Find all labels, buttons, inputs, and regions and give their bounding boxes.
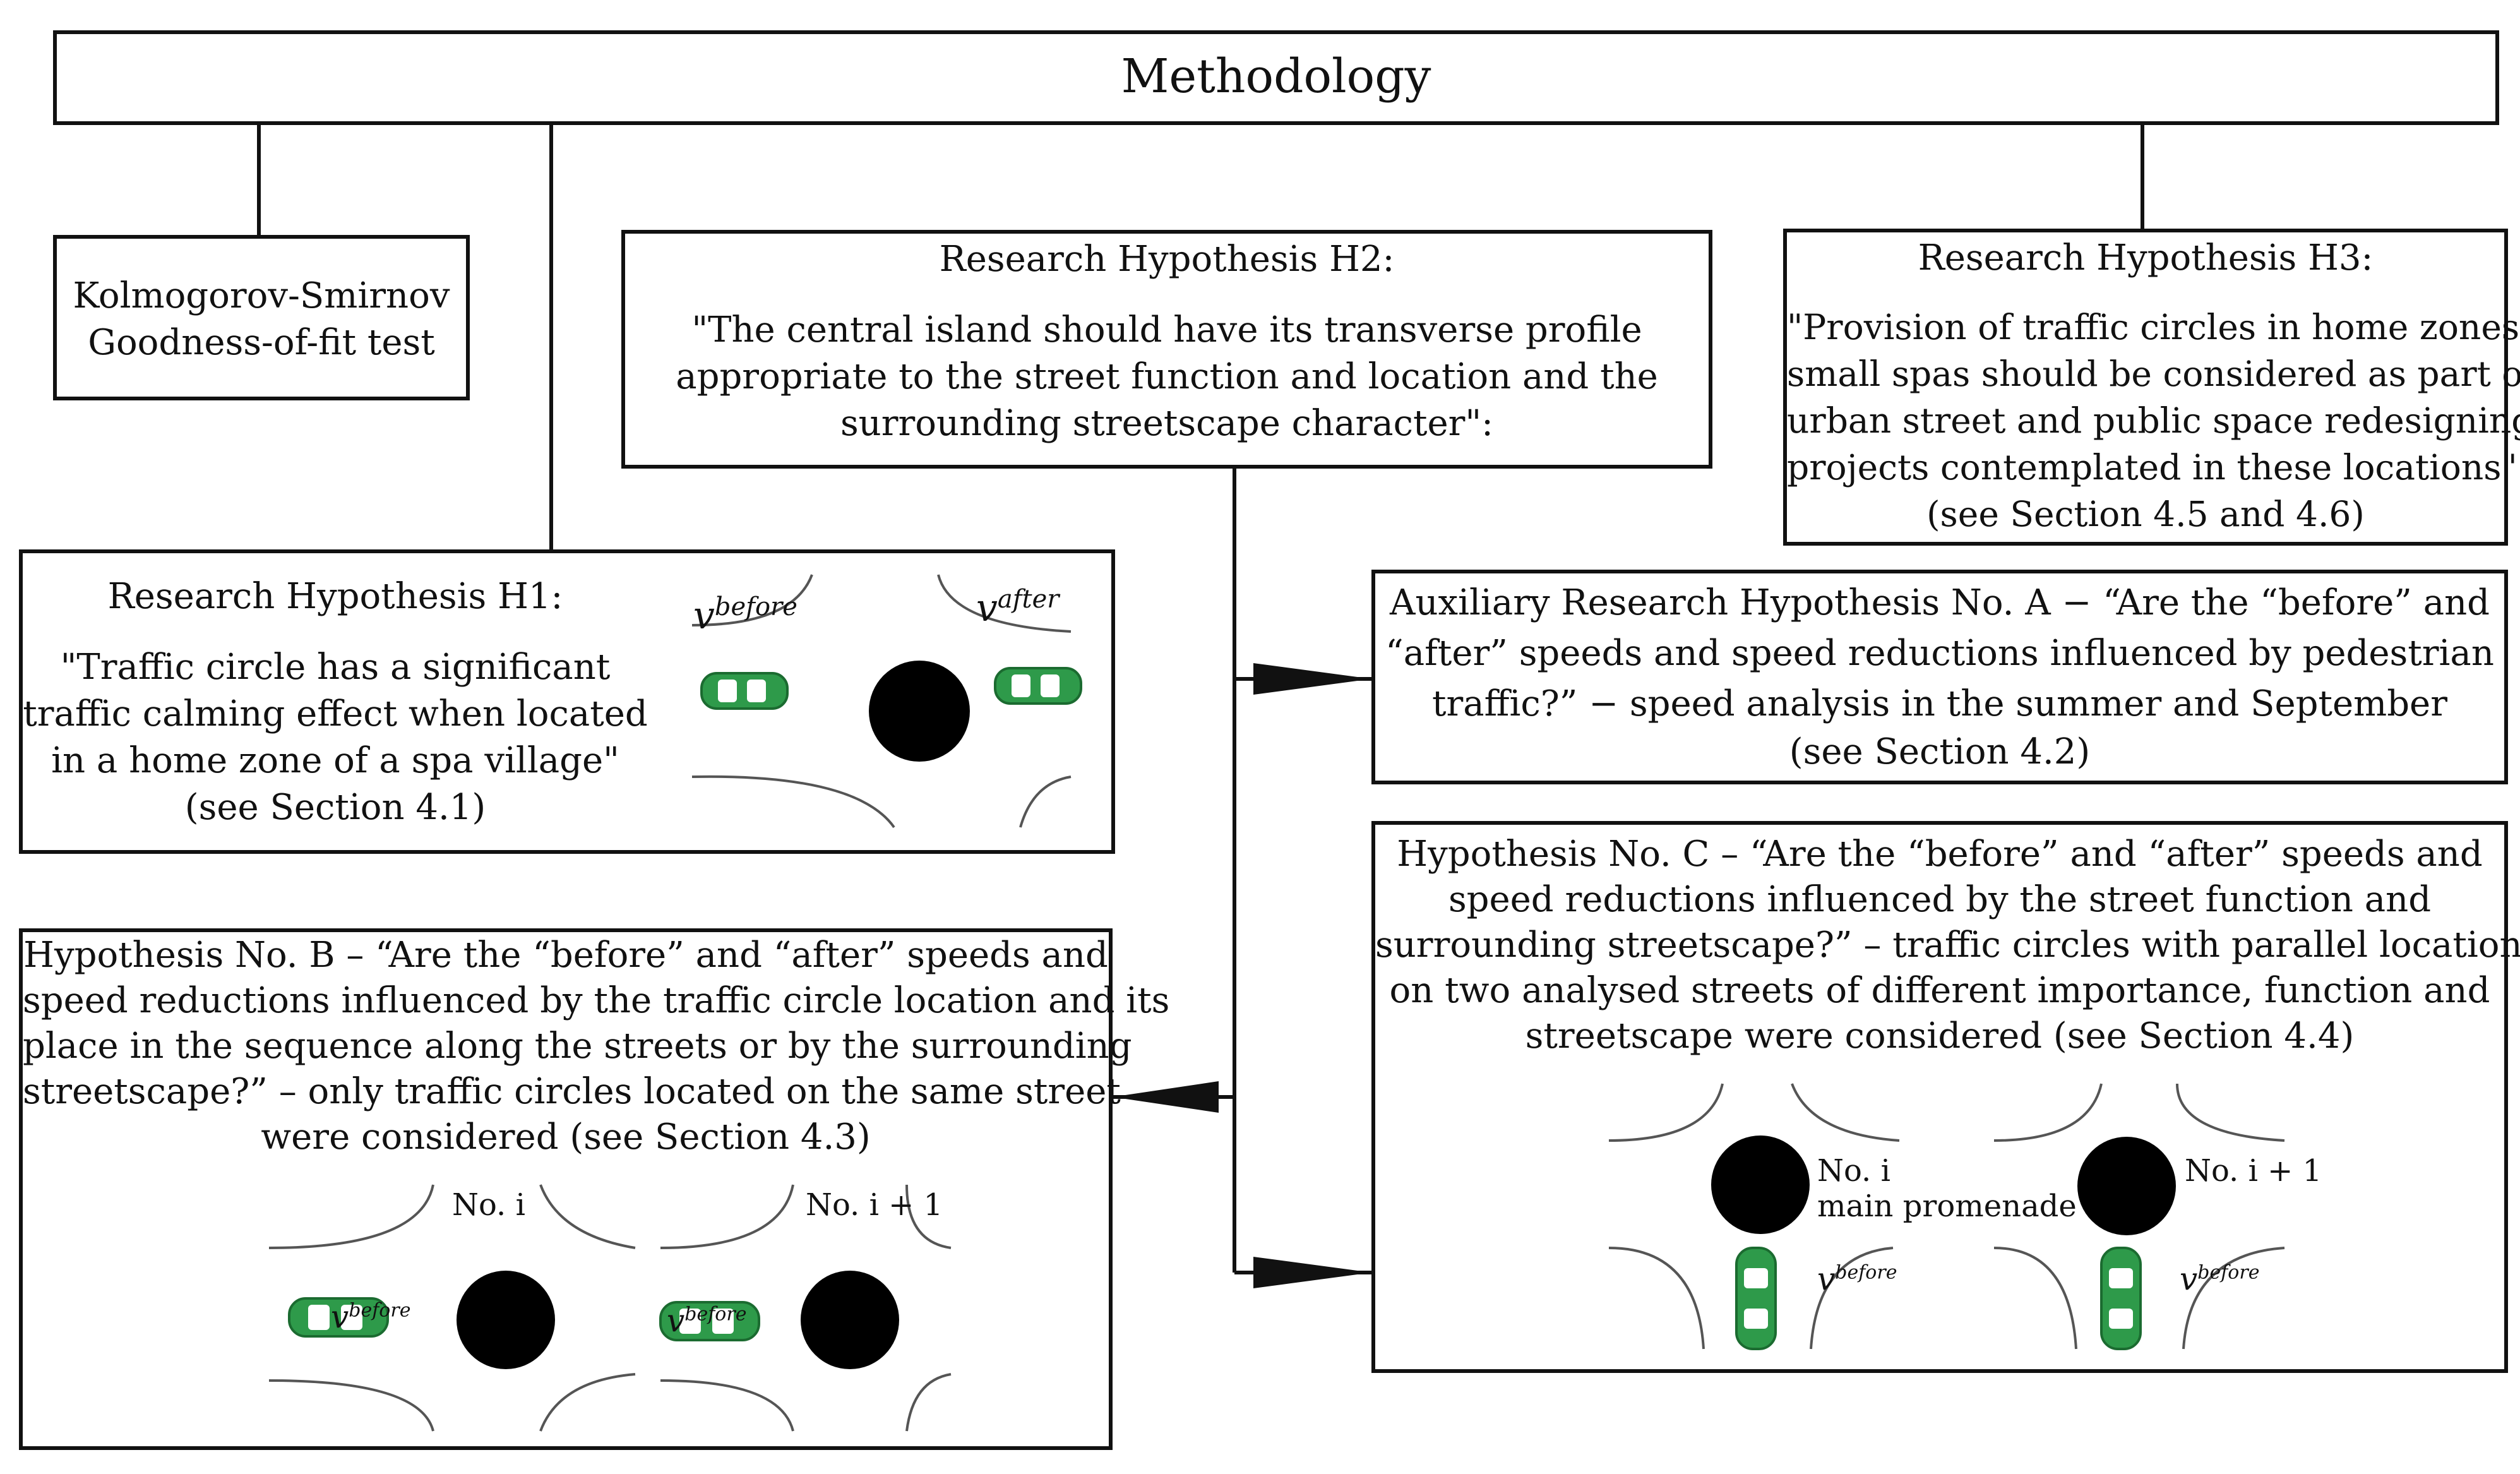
hc-label-no-i1: No. i + 1 — [2185, 1153, 2322, 1189]
hc-illustration — [1608, 1083, 2285, 1350]
h3-line-5: (see Section 4.5 and 4.6) — [1926, 494, 2365, 534]
curb-tl — [691, 574, 813, 626]
h2-line-1: "The central island should have its tran… — [691, 309, 1642, 351]
h3-line-1: "Provision of traffic circles in home zo… — [1787, 307, 2520, 347]
ks-test-box: Kolmogorov-Smirnov Goodness-of-fit test — [53, 235, 470, 400]
hypothesis-a-box: Auxiliary Research Hypothesis No. A − “A… — [1371, 570, 2508, 784]
h3-line-4: projects contemplated in these locations… — [1787, 447, 2517, 488]
h2-line-2: appropriate to the street function and l… — [676, 356, 1658, 397]
h1-line-2: traffic calming effect when located — [23, 693, 648, 734]
hc-line-4: on two analysed streets of different imp… — [1389, 970, 2490, 1011]
h1-v-after: vafter — [976, 585, 1059, 630]
hc-car-i1 — [2100, 1247, 2142, 1350]
hb-line-1: Hypothesis No. B – “Are the “before” and… — [23, 935, 1108, 976]
hypothesis-h2-box: Research Hypothesis H2: "The central isl… — [621, 230, 1712, 469]
hypothesis-b-box: Hypothesis No. B – “Are the “before” and… — [19, 928, 1170, 1450]
curb-br — [1019, 776, 1072, 828]
methodology-box: Methodology — [53, 30, 2499, 125]
curb-bl — [691, 775, 895, 829]
ha-line-1: Auxiliary Research Hypothesis No. A − “A… — [1390, 582, 2490, 623]
hc-line-2: speed reductions influenced by the stree… — [1448, 879, 2432, 920]
hc-line-1: Hypothesis No. C – “Are the “before” and… — [1397, 834, 2483, 875]
hb-v-before-1: vbefore — [331, 1298, 410, 1335]
arrowhead-a — [1253, 663, 1371, 695]
hb-line-2: speed reductions influenced by the traff… — [23, 980, 1170, 1021]
hypothesis-c-box: Hypothesis No. C – “Are the “before” and… — [1371, 821, 2520, 1373]
hc-v-before-2: vbefore — [2180, 1261, 2259, 1297]
superscript-before: before — [684, 1303, 747, 1326]
h1-car-after — [994, 667, 1082, 705]
h3-heading: Research Hypothesis H3: — [1918, 237, 2374, 279]
h1-v-before: vbefore — [693, 592, 797, 638]
superscript-after: after — [997, 585, 1060, 614]
hc-line-5: streetscape were considered (see Section… — [1525, 1016, 2355, 1057]
h1-heading: Research Hypothesis H1: — [107, 576, 563, 617]
hc-line-3: surrounding streetscape?” – traffic circ… — [1375, 925, 2520, 966]
hb-label-no-i: No. i — [452, 1187, 525, 1223]
v-symbol: v — [2180, 1261, 2198, 1297]
hc-v-before-1: vbefore — [1817, 1261, 1897, 1297]
curb-tr — [937, 574, 1072, 633]
h3-line-2: small spas should be considered as part … — [1787, 354, 2520, 394]
v-symbol: v — [976, 586, 998, 630]
hb-island-i1 — [801, 1271, 899, 1369]
v-symbol: v — [693, 594, 715, 638]
superscript-before: before — [714, 592, 797, 621]
h1-line-1: "Traffic circle has a significant — [60, 647, 611, 688]
v-symbol: v — [1817, 1261, 1836, 1297]
arrowhead-b — [1113, 1081, 1219, 1113]
hb-island-i — [457, 1271, 555, 1369]
superscript-before: before — [2197, 1261, 2260, 1284]
hb-line-4: streetscape?” – only traffic circles loc… — [23, 1071, 1121, 1112]
superscript-before: before — [1835, 1261, 1897, 1284]
v-symbol: v — [667, 1302, 685, 1339]
hb-v-before-2: vbefore — [667, 1302, 746, 1339]
ks-line-1: Kolmogorov-Smirnov — [73, 275, 450, 316]
hb-car-i — [288, 1297, 389, 1338]
superscript-before: before — [349, 1299, 411, 1322]
h2-heading: Research Hypothesis H2: — [939, 239, 1395, 280]
hypothesis-h3-box: Research Hypothesis H3: "Provision of tr… — [1783, 229, 2520, 546]
hc-car-i — [1735, 1247, 1777, 1350]
hb-label-no-i1: No. i + 1 — [806, 1187, 943, 1223]
hypothesis-h1-box: Research Hypothesis H1: "Traffic circle … — [19, 549, 1115, 854]
h1-line-4: (see Section 4.1) — [184, 787, 486, 828]
ks-line-2: Goodness-of-fit test — [88, 322, 435, 363]
arrowhead-c — [1253, 1257, 1371, 1288]
hb-line-3: place in the sequence along the streets … — [23, 1026, 1132, 1067]
h2-line-3: surrounding streetscape character": — [840, 403, 1494, 444]
hc-island-i1 — [2077, 1137, 2176, 1235]
hc-island-i — [1711, 1135, 1810, 1234]
ha-line-2: “after” speeds and speed reductions infl… — [1385, 633, 2494, 674]
h1-line-3: in a home zone of a spa village" — [51, 740, 619, 781]
h1-car-before — [700, 672, 789, 710]
methodology-title: Methodology — [1121, 49, 1431, 104]
ha-line-3: traffic?” − speed analysis in the summer… — [1432, 683, 2447, 724]
h1-central-island — [869, 661, 970, 762]
hc-label-main-promenade: main promenade — [1817, 1189, 2077, 1224]
v-symbol: v — [331, 1298, 349, 1335]
hc-label-no-i: No. i — [1817, 1153, 1890, 1189]
hb-illustration — [268, 1184, 952, 1432]
hb-car-i1 — [659, 1301, 760, 1341]
hb-line-5: were considered (see Section 4.3) — [261, 1117, 871, 1158]
h1-illustration — [691, 574, 1082, 829]
h3-line-3: urban street and public space redesignin… — [1787, 400, 2520, 441]
ha-line-4: (see Section 4.2) — [1789, 731, 2091, 772]
